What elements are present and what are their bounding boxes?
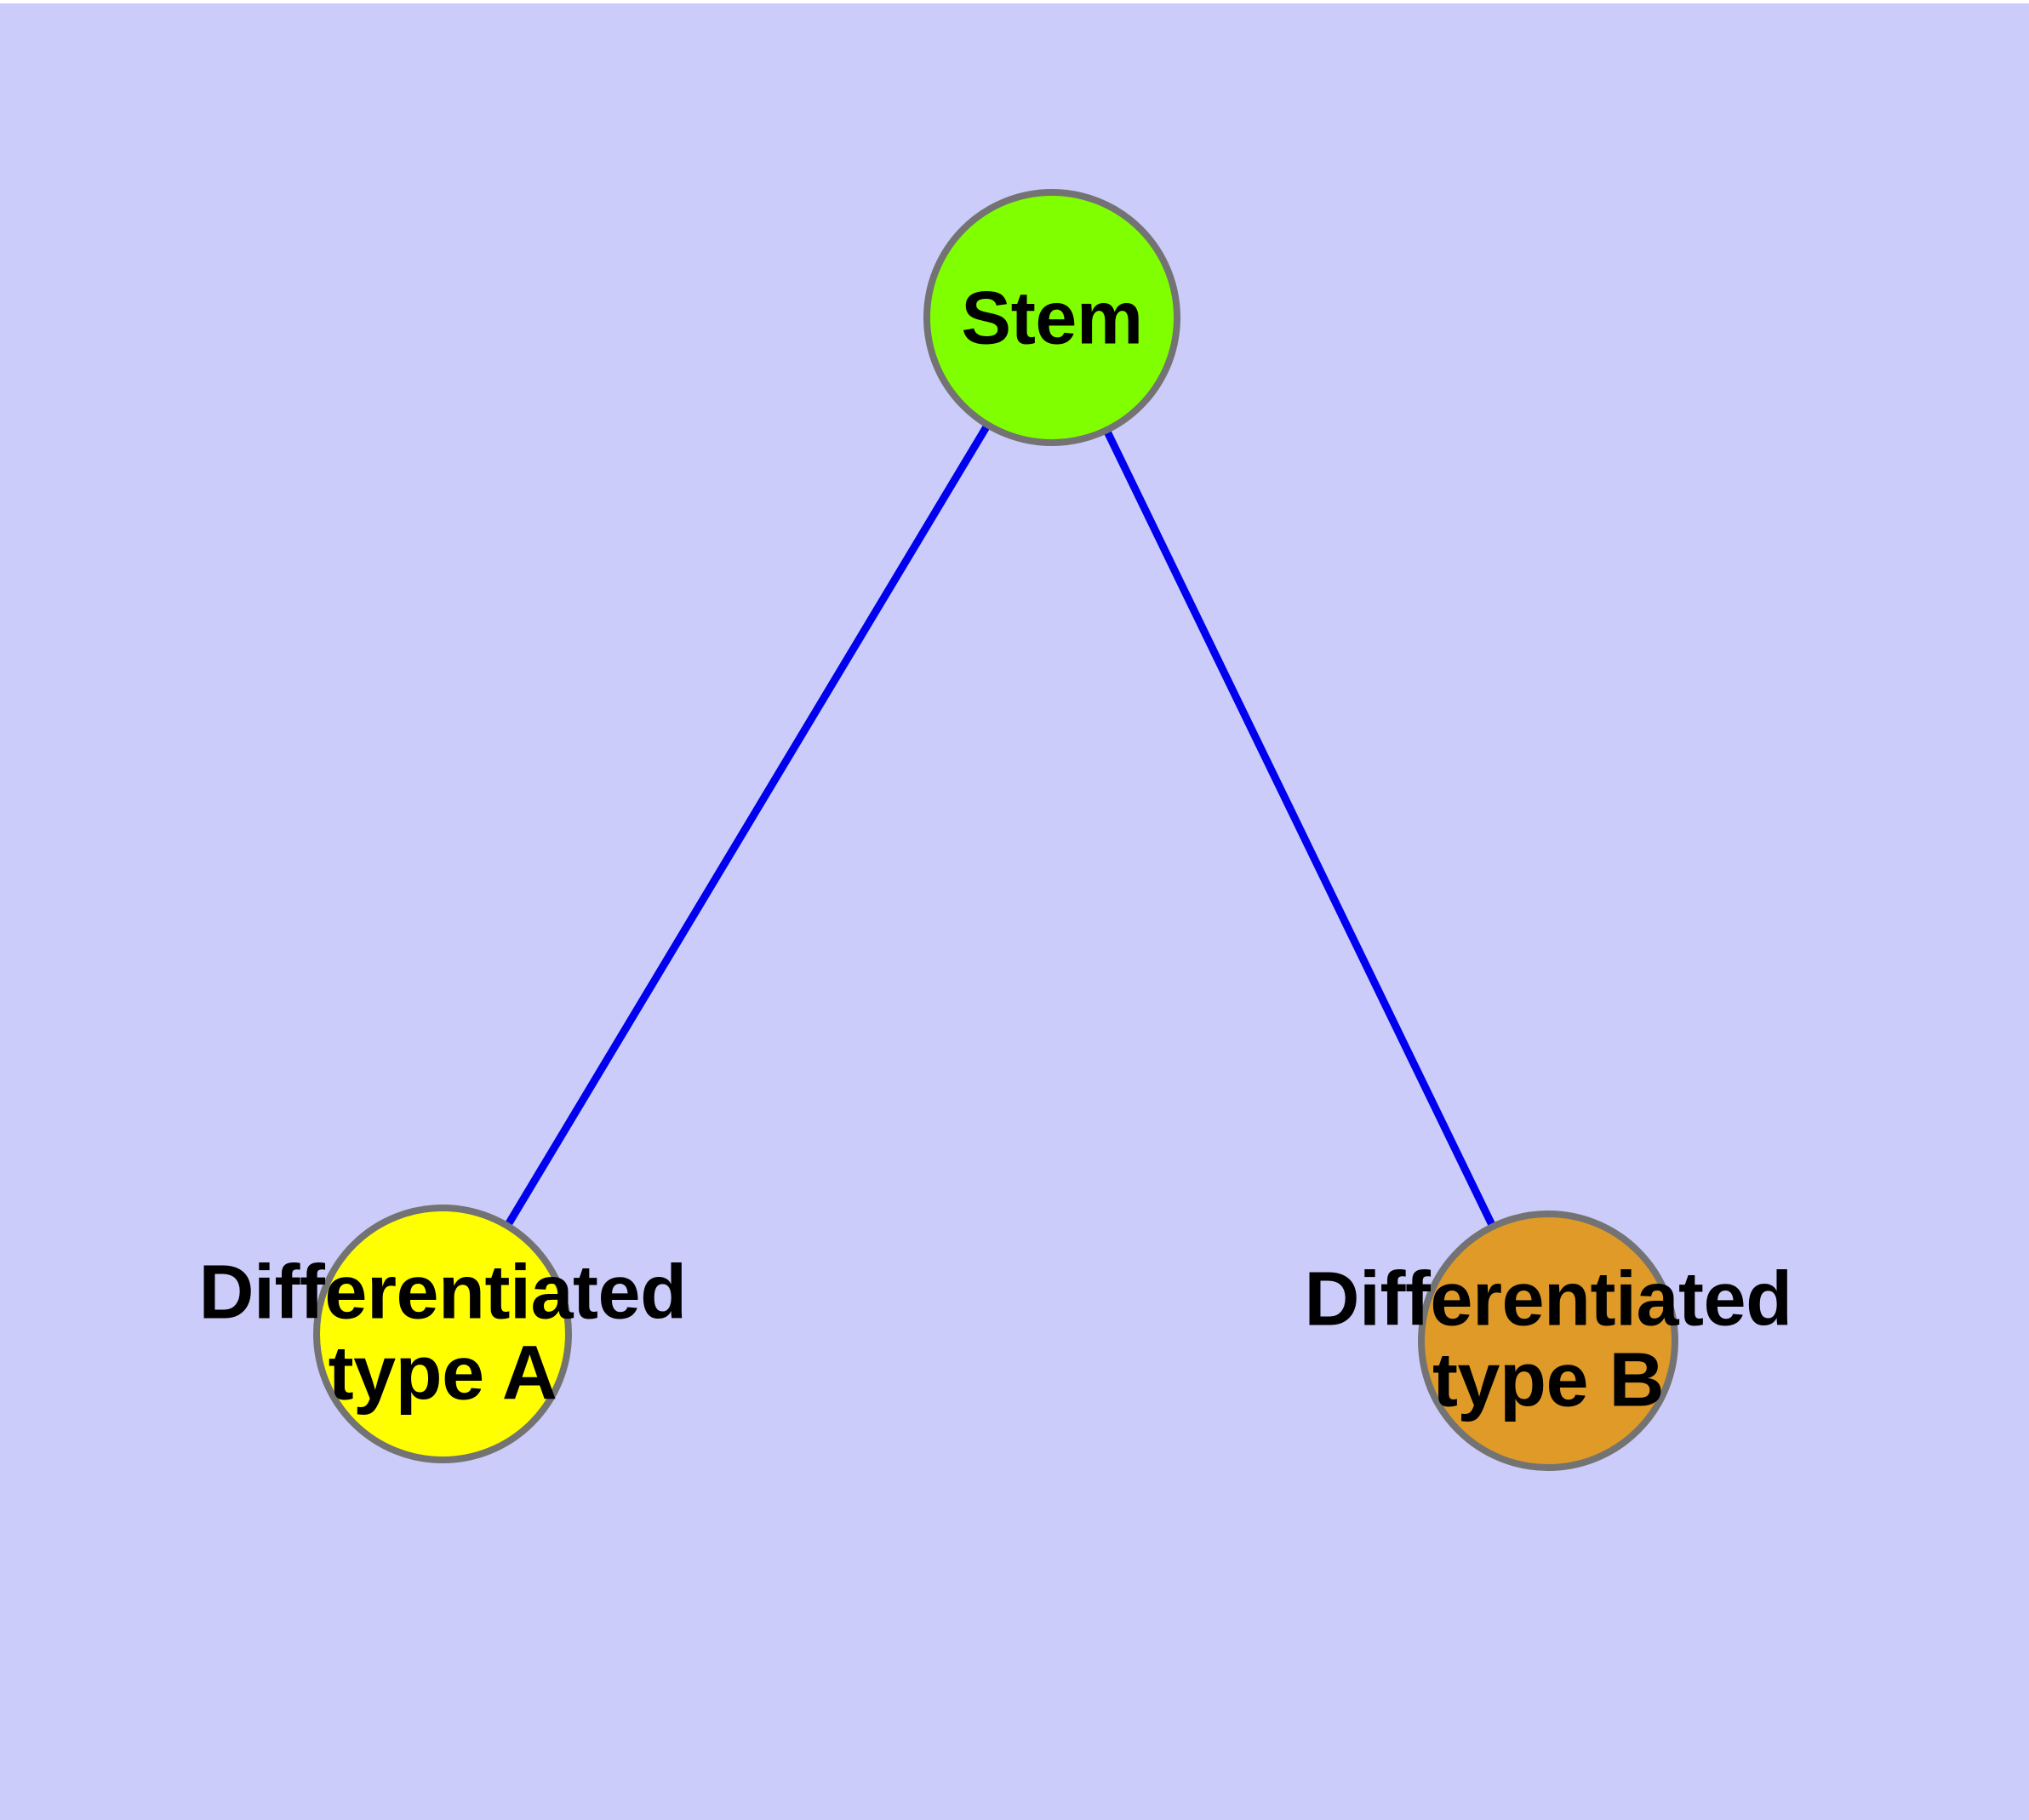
node-stem[interactable] — [923, 189, 1180, 446]
edge-stem-to-type-b[interactable] — [1048, 316, 1552, 1342]
node-differentiated-type-b[interactable] — [1418, 1210, 1678, 1471]
edge-layer — [439, 315, 1552, 1342]
node-layer — [313, 189, 1678, 1471]
edge-stem-to-type-a[interactable] — [439, 315, 1055, 1336]
node-differentiated-type-a[interactable] — [313, 1205, 572, 1463]
